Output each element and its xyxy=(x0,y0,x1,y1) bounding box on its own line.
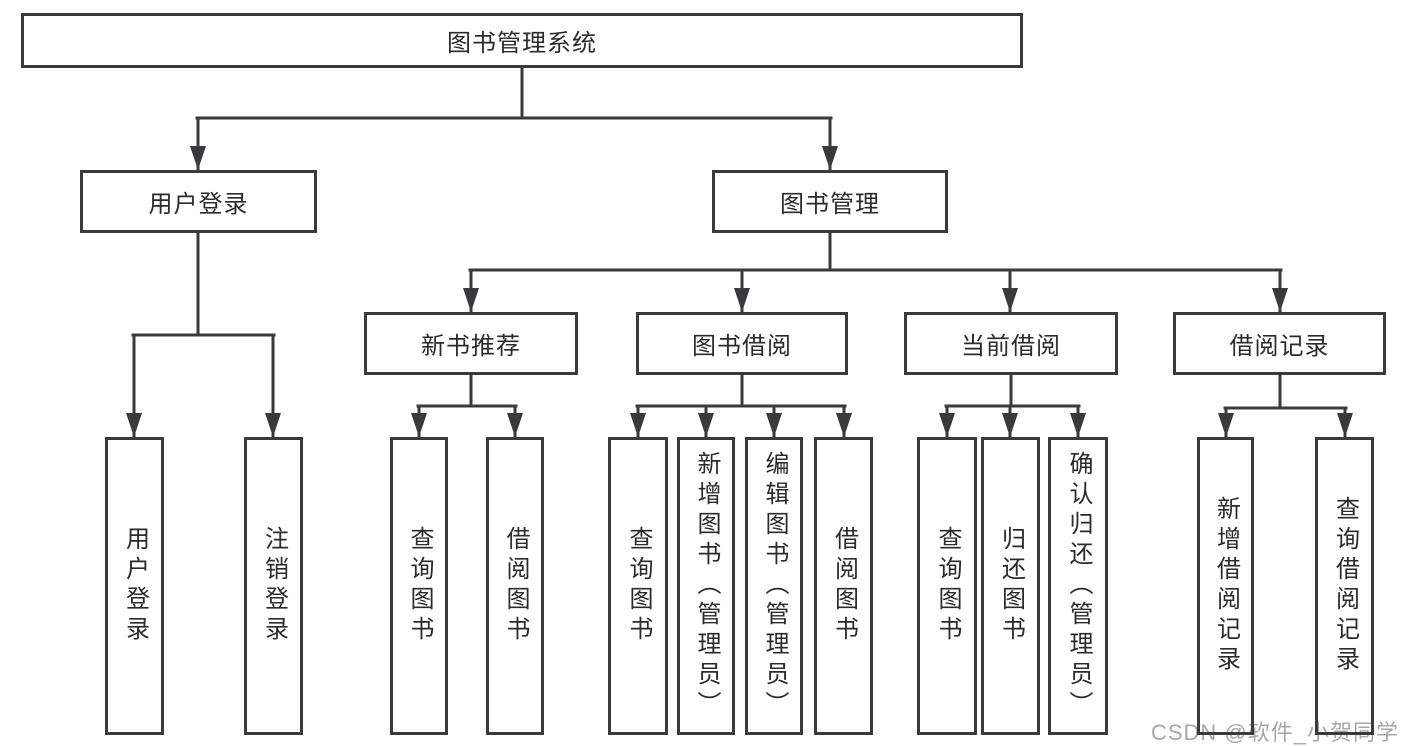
node-borrow-records: 借阅记录 xyxy=(1173,312,1386,375)
leaf-cb-query-books: 查询图书 xyxy=(917,437,977,735)
leaf-cb-return-books-label: 归还图书 xyxy=(997,526,1025,646)
leaf-br-add-record: 新增借阅记录 xyxy=(1197,437,1254,735)
leaf-user-login: 用户登录 xyxy=(105,437,164,735)
leaf-bb-query-books: 查询图书 xyxy=(608,437,668,735)
node-current-borrow: 当前借阅 xyxy=(904,312,1118,375)
leaf-nb-query-books-label: 查询图书 xyxy=(406,526,433,646)
leaf-br-add-record-label: 新增借阅记录 xyxy=(1212,496,1240,676)
leaf-br-query-record-label: 查询借阅记录 xyxy=(1331,496,1359,676)
node-borrow-records-label: 借阅记录 xyxy=(1229,333,1330,360)
node-user-login-branch-label: 用户登录 xyxy=(148,191,249,218)
node-root-system-label: 图书管理系统 xyxy=(447,30,597,57)
leaf-bb-query-books-label: 查询图书 xyxy=(625,526,652,646)
leaf-cb-return-books: 归还图书 xyxy=(981,437,1040,735)
leaf-nb-borrow-books-label: 借阅图书 xyxy=(502,526,529,646)
node-current-borrow-label: 当前借阅 xyxy=(961,333,1061,360)
leaf-nb-borrow-books: 借阅图书 xyxy=(486,437,544,735)
node-new-book-rec: 新书推荐 xyxy=(364,312,578,375)
leaf-bb-edit-books-admin: 编辑图书（管理员） xyxy=(745,437,803,735)
leaf-nb-query-books: 查询图书 xyxy=(390,437,448,735)
csdn-watermark: CSDN @软件_小贺同学 xyxy=(1150,720,1399,745)
leaf-logout-label: 注销登录 xyxy=(260,526,288,646)
leaf-bb-edit-books-admin-label: 编辑图书（管理员） xyxy=(761,451,788,721)
leaf-cb-confirm-return-admin-label: 确认归还（管理员） xyxy=(1065,451,1092,721)
node-book-mgmt-branch: 图书管理 xyxy=(712,170,948,233)
node-root-system: 图书管理系统 xyxy=(21,13,1023,68)
leaf-bb-add-books-admin-label: 新增图书（管理员） xyxy=(693,451,720,721)
leaf-cb-query-books-label: 查询图书 xyxy=(934,526,961,646)
leaf-bb-borrow-books: 借阅图书 xyxy=(814,437,873,735)
connector-trunk-lines xyxy=(131,66,1348,410)
leaf-logout: 注销登录 xyxy=(244,437,303,735)
leaf-br-query-record: 查询借阅记录 xyxy=(1315,437,1374,735)
node-book-mgmt-branch-label: 图书管理 xyxy=(780,191,880,218)
leaf-bb-add-books-admin: 新增图书（管理员） xyxy=(677,437,735,735)
node-book-borrow-label: 图书借阅 xyxy=(692,333,792,360)
node-new-book-rec-label: 新书推荐 xyxy=(421,333,521,360)
leaf-user-login-label: 用户登录 xyxy=(121,526,149,646)
leaf-cb-confirm-return-admin: 确认归还（管理员） xyxy=(1048,437,1108,735)
node-user-login-branch: 用户登录 xyxy=(80,170,317,233)
leaf-bb-borrow-books-label: 借阅图书 xyxy=(830,526,858,646)
node-book-borrow: 图书借阅 xyxy=(636,312,848,375)
